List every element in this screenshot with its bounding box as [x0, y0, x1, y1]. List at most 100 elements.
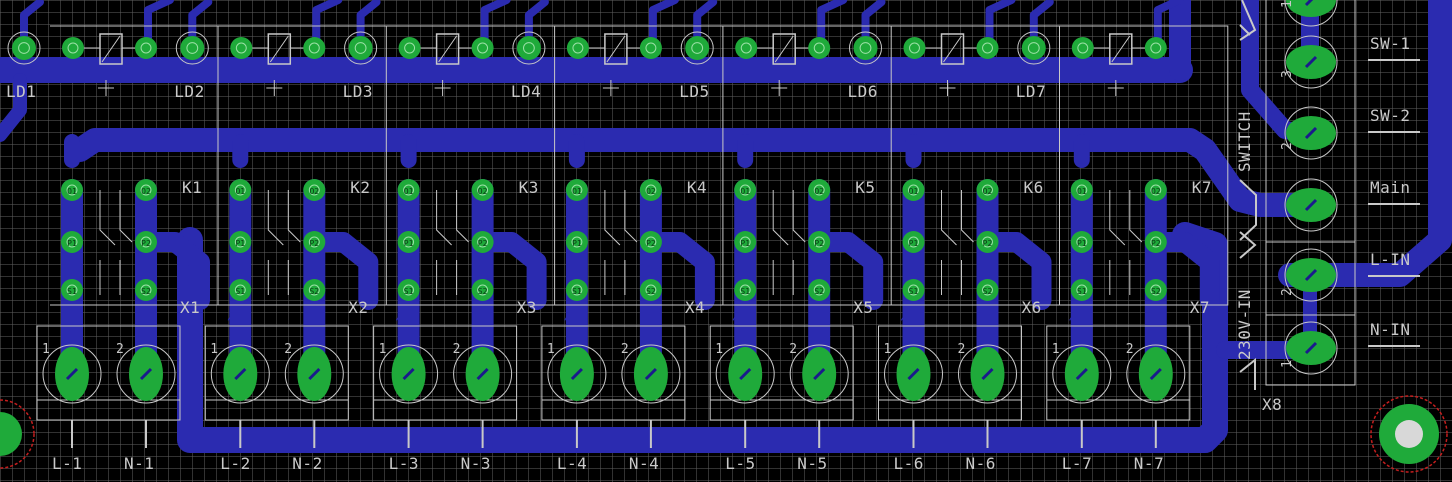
- channel-2-terminal-ring-2: [284, 344, 344, 404]
- channel-1-terminal-outline: [36, 325, 181, 421]
- channel-4-p2-trace: [640, 232, 715, 310]
- x8-ring: [1284, 321, 1338, 375]
- channel-5-relay-pin-label: O2: [814, 187, 824, 196]
- channel-2-relay-pin-label: O2: [309, 187, 319, 196]
- pad-drill: [308, 284, 320, 296]
- channel-7-relay-pin-s2: [1144, 279, 1167, 301]
- channel-3-relay-pin-o2: [471, 179, 494, 201]
- channel-7-led-outline: [1017, 31, 1051, 65]
- channel-2-relay-pin-s2: [303, 279, 326, 301]
- pad-drill: [691, 42, 704, 54]
- pad-drill: [645, 236, 657, 248]
- channel-4-terminal-ring-1: [547, 344, 607, 404]
- channel-2-relay-outline: [218, 25, 387, 306]
- channel-3-led-label: LD3: [342, 82, 373, 101]
- channel-6-led-label: LD6: [847, 82, 878, 101]
- channel-5-relay-pin-s2: [808, 279, 831, 301]
- channel-2-relay-contacts: [267, 190, 301, 246]
- signal-label-5: N-IN: [1370, 320, 1411, 339]
- channel-7-led-label: LD7: [1015, 82, 1047, 101]
- channel-4-relay-pin-label: P2: [646, 239, 656, 248]
- channel-4-relay-pin-label: O2: [646, 187, 656, 196]
- channel-5-relay-pin-o2: [808, 179, 831, 201]
- channel-4-relay-outline: [554, 25, 724, 306]
- channel-2-terminal-outline: [204, 325, 349, 421]
- channel-1-led-label: LD1: [6, 82, 37, 101]
- channel-1-resistor-pad-2: [135, 37, 157, 59]
- pad-drill: [859, 42, 872, 54]
- channel-5-resistor-body: [772, 33, 796, 65]
- x8-pad-drill: [1304, 0, 1314, 7]
- channel-7-relay-pin-p2: [1144, 231, 1167, 253]
- channel-1-led-pad: [12, 36, 36, 60]
- pad-drill: [66, 236, 78, 248]
- channel-2-relay-pin-label: S2: [309, 287, 319, 296]
- channel-6-plus-mark: [939, 80, 956, 96]
- channel-4-plus-mark: [602, 80, 619, 96]
- channel-7-plus-mark: [1107, 80, 1124, 96]
- pad-drill: [571, 236, 583, 248]
- pad-drill: [1076, 284, 1088, 296]
- channel-1-plus-mark: [98, 80, 114, 96]
- pad-drill: [908, 184, 919, 196]
- pad-drill: [234, 236, 246, 248]
- channel-6-relay-pin-label: S1: [909, 287, 919, 296]
- channel-6-resistor-pad-1: [903, 37, 926, 59]
- pad-drill: [403, 236, 415, 248]
- channel-5-relay-label: K5: [855, 178, 876, 197]
- channel-3-spacer: [396, 299, 410, 321]
- channel-5-terminal-outline: [709, 325, 854, 421]
- channel-4-led-trace-2: [648, 0, 679, 52]
- channel-4-relay-pin-s1: [565, 279, 588, 301]
- channel-7-relay-pin-label: S1: [1077, 287, 1087, 296]
- channel-5-terminal-ring-1: [715, 344, 775, 404]
- channel-4-n-label: N-4: [628, 454, 660, 473]
- channel-2-relay-pin-p1: [229, 231, 252, 253]
- power-section-label: 230V-IN: [1235, 289, 1254, 360]
- x8-pin-number: 2: [1280, 141, 1295, 150]
- channel-7-led-trace-2: [1153, 0, 1184, 52]
- pad-drill: [1149, 367, 1162, 381]
- channel-1-relay-pin-label: O1: [67, 187, 77, 196]
- channel-6-p2-trace: [977, 232, 1052, 310]
- channel-1-relay-contacts: [99, 190, 133, 246]
- pad-drill: [739, 367, 752, 381]
- channel-7-relay-pin-p1: [1070, 231, 1093, 253]
- channel-4-relay-contacts: [604, 190, 638, 246]
- channel-5-led-outline: [680, 31, 714, 65]
- channel-7-terminal-leads: [1080, 420, 1157, 448]
- channel-4-relay-pin-s2: [639, 279, 662, 301]
- pad-drill: [66, 184, 78, 196]
- channel-4-led-label: LD4: [510, 82, 542, 101]
- channel-6-spacer: [901, 299, 914, 321]
- pad-drill: [67, 42, 79, 54]
- channel-5-relay-pin-p2: [808, 231, 831, 253]
- channel-1-l-label: L-1: [52, 454, 83, 473]
- channel-5-terminal-label: X5: [853, 298, 874, 317]
- channel-6-relay-pin-p2: [976, 231, 999, 253]
- channel-5-led-pad: [685, 36, 710, 60]
- channel-3-relay-outline: [386, 25, 556, 306]
- channel-7-relay-pin-s1: [1070, 279, 1093, 301]
- channel-1-relay-pin-p1: [61, 231, 83, 253]
- channel-1-terminal-ring-1: [42, 344, 102, 404]
- channel-5-relay-contacts: [772, 190, 806, 246]
- channel-1-resistor-body: [99, 33, 123, 65]
- signal-label-1: SW-1: [1370, 34, 1411, 53]
- channel-4-relay-pin-label: O1: [572, 187, 582, 196]
- channel-1-led-trace-2: [144, 0, 174, 52]
- channel-1-relay-pin-s2: [135, 279, 157, 301]
- channel-6-resistor-body: [940, 33, 965, 65]
- channel-7-relay-pin-label: S2: [1151, 287, 1161, 296]
- channel-1-led-outline: [7, 31, 41, 65]
- pad-drill: [476, 367, 489, 381]
- channel-7-relay-label: K7: [1191, 178, 1213, 197]
- channel-5-led-trace-2: [817, 0, 848, 52]
- x8-outline: [1265, 0, 1356, 386]
- channel-2-terminal-label: X2: [348, 298, 369, 317]
- channel-6-relay-pin-o2: [976, 179, 999, 201]
- pad-drill: [572, 42, 584, 54]
- channel-4-relay-pin-o2: [639, 179, 662, 201]
- pad-drill: [402, 367, 415, 381]
- pad-drill: [981, 367, 994, 381]
